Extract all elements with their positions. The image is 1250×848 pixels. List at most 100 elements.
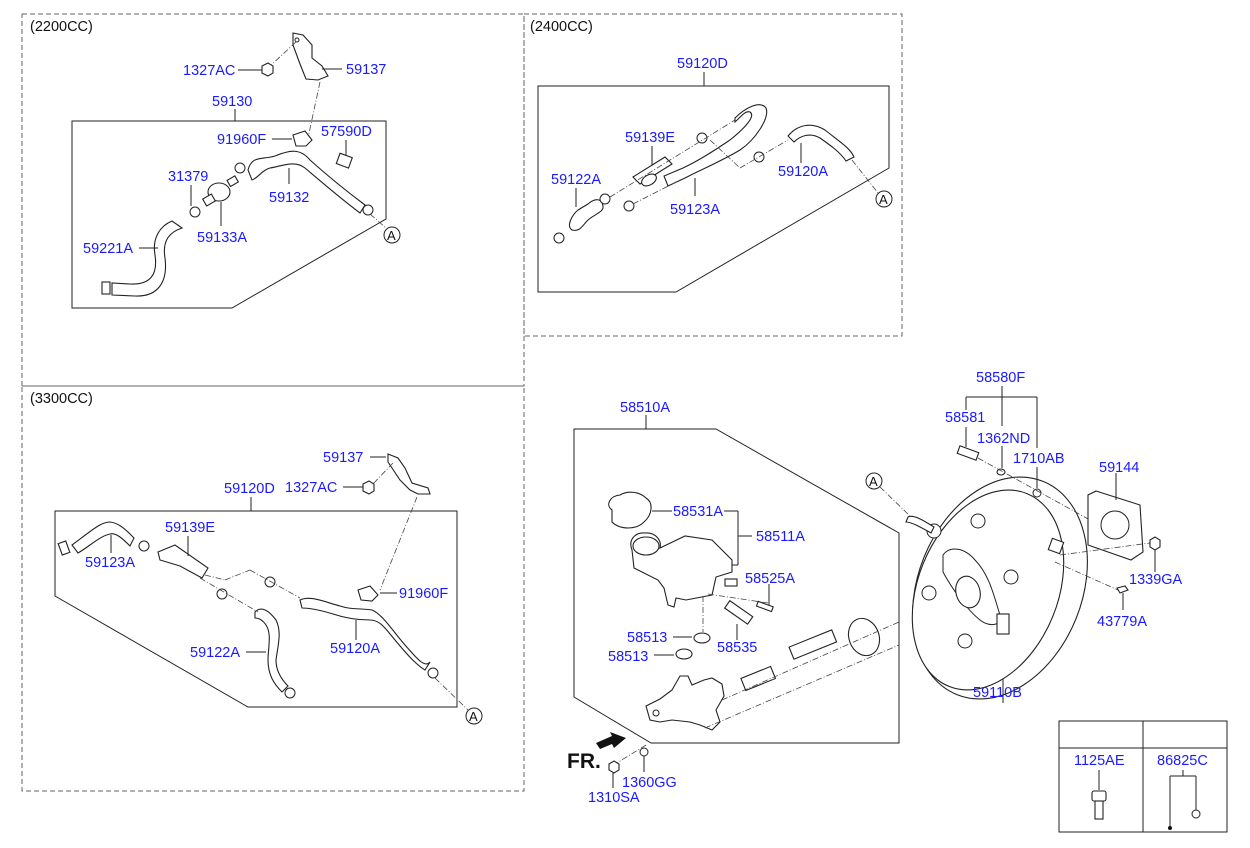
clamp (234, 162, 246, 174)
kit-box-59120D (54, 510, 458, 708)
hose-59132[interactable] (247, 150, 366, 214)
hose-59221A[interactable] (111, 220, 184, 297)
vacuum-hose-stub (905, 515, 935, 534)
section-2200cc-title: (2200CC) (30, 19, 93, 35)
cap-57590D[interactable] (335, 152, 353, 169)
label-59123A[interactable]: 59123A (670, 202, 720, 218)
clip-icon (1168, 809, 1201, 830)
clip-1362ND[interactable] (996, 468, 1006, 476)
hose-59120A[interactable] (299, 597, 431, 671)
label-31379[interactable]: 31379 (168, 169, 208, 185)
clamp (362, 204, 374, 216)
label-59132[interactable]: 59132 (269, 190, 309, 206)
clip-43779A[interactable] (1116, 585, 1129, 594)
valve-59133A[interactable] (207, 182, 231, 202)
label-59123A[interactable]: 59123A (85, 555, 135, 571)
label-59144[interactable]: 59144 (1099, 460, 1139, 476)
label-59139E[interactable]: 59139E (165, 520, 215, 536)
label-1327AC[interactable]: 1327AC (285, 480, 337, 496)
connector-59139E[interactable] (157, 544, 209, 579)
label-43779A[interactable]: 43779A (1097, 614, 1147, 630)
label-59110B[interactable]: 59110B (973, 685, 1022, 701)
label-58581[interactable]: 58581 (945, 410, 985, 426)
kit-box-58510A (573, 428, 900, 744)
label-58511A[interactable]: 58511A (756, 529, 805, 545)
washer-1360GG[interactable] (639, 747, 649, 757)
bracket-59137[interactable] (387, 453, 431, 495)
label-91960F[interactable]: 91960F (217, 132, 266, 148)
hose-59122A[interactable] (254, 608, 289, 693)
label-59137[interactable]: 59137 (346, 62, 386, 78)
hose-59123A[interactable] (71, 521, 135, 554)
clamp (189, 206, 201, 218)
label-58510A[interactable]: 58510A (620, 400, 670, 416)
ref-A: A (387, 228, 396, 243)
label-58535[interactable]: 58535 (717, 640, 757, 656)
label-59120A[interactable]: 59120A (778, 164, 828, 180)
group-3300cc: 59120D 59137 1327AC 59123A 59139E 91960F (54, 450, 483, 725)
hose-59120A[interactable] (787, 124, 855, 162)
pin-58581[interactable] (956, 445, 980, 461)
label-1327AC[interactable]: 1327AC (183, 63, 235, 79)
front-label: FR. (567, 750, 601, 773)
ref-A: A (469, 709, 478, 724)
bolt-icon (1091, 790, 1107, 820)
label-57590D[interactable]: 57590D (321, 124, 372, 140)
label-59120A[interactable]: 59120A (330, 641, 380, 657)
clip-91960F[interactable] (357, 585, 379, 602)
label-59139E[interactable]: 59139E (625, 130, 675, 146)
section-3300cc-title: (3300CC) (30, 391, 93, 407)
ref-circle-A (465, 707, 483, 725)
group-brake-booster: A 59110B 58580F 58581 1362ND 1710AB (865, 370, 1183, 703)
label-1710AB[interactable]: 1710AB (1013, 451, 1065, 467)
label-59130[interactable]: 59130 (212, 94, 252, 110)
label-91960F[interactable]: 91960F (399, 586, 448, 602)
nut-1327AC[interactable] (362, 480, 375, 495)
front-arrow-icon (596, 732, 626, 749)
bolt-58525A[interactable] (755, 600, 774, 613)
nut-1339GA[interactable] (1149, 536, 1161, 551)
label-58513-lower[interactable]: 58513 (608, 649, 648, 665)
table-part-86825C[interactable]: 86825C (1157, 753, 1208, 769)
ref-A: A (879, 192, 888, 207)
clip-91960F[interactable] (292, 130, 313, 147)
ref-circle-A (383, 226, 401, 244)
grommet-58513[interactable] (675, 648, 693, 660)
hose-59123A[interactable] (663, 104, 768, 187)
label-58580F[interactable]: 58580F (976, 370, 1025, 386)
label-59120D[interactable]: 59120D (677, 56, 728, 72)
label-58531A[interactable]: 58531A (673, 504, 723, 520)
label-59122A[interactable]: 59122A (551, 172, 601, 188)
label-1362ND[interactable]: 1362ND (977, 431, 1030, 447)
ref-circle-A (875, 190, 893, 208)
label-59137[interactable]: 59137 (323, 450, 363, 466)
label-1339GA[interactable]: 1339GA (1129, 572, 1183, 588)
group-2200cc: 59130 59137 1327AC 91960F 57590D 59132 5… (71, 32, 401, 309)
piston-primary[interactable] (788, 629, 838, 660)
label-58525A[interactable]: 58525A (745, 571, 795, 587)
kit-box-59130 (71, 120, 387, 309)
sensor-58535[interactable] (723, 599, 754, 625)
hose-59122A[interactable] (569, 199, 604, 231)
common-parts-table: 1125AE 86825C (1058, 720, 1228, 833)
section-3300cc-frame (21, 385, 525, 792)
washer-1710AB[interactable] (1032, 488, 1042, 498)
nut-1327AC[interactable] (261, 62, 274, 77)
group-2400cc: 59120D 59123A 59139E 59122A 59120A A (537, 56, 893, 293)
nut-1310SA[interactable] (608, 760, 620, 774)
label-59221A[interactable]: 59221A (83, 241, 133, 257)
group-master-cylinder: 58510A 58531A 58511A 58525A 58535 58513 … (567, 400, 900, 806)
label-59133A[interactable]: 59133A (197, 230, 247, 246)
reservoir-cap-58531A[interactable] (608, 491, 652, 529)
piston-secondary[interactable] (740, 665, 777, 692)
table-part-1125AE[interactable]: 1125AE (1074, 753, 1125, 769)
label-1360GG[interactable]: 1360GG (622, 775, 677, 791)
bracket-59137[interactable] (292, 32, 329, 81)
label-58513-upper[interactable]: 58513 (627, 630, 667, 646)
grommet-58513[interactable] (693, 632, 711, 644)
label-59120D[interactable]: 59120D (224, 481, 275, 497)
master-cylinder-body[interactable] (645, 675, 725, 731)
label-59122A[interactable]: 59122A (190, 645, 240, 661)
label-1310SA[interactable]: 1310SA (588, 790, 640, 806)
